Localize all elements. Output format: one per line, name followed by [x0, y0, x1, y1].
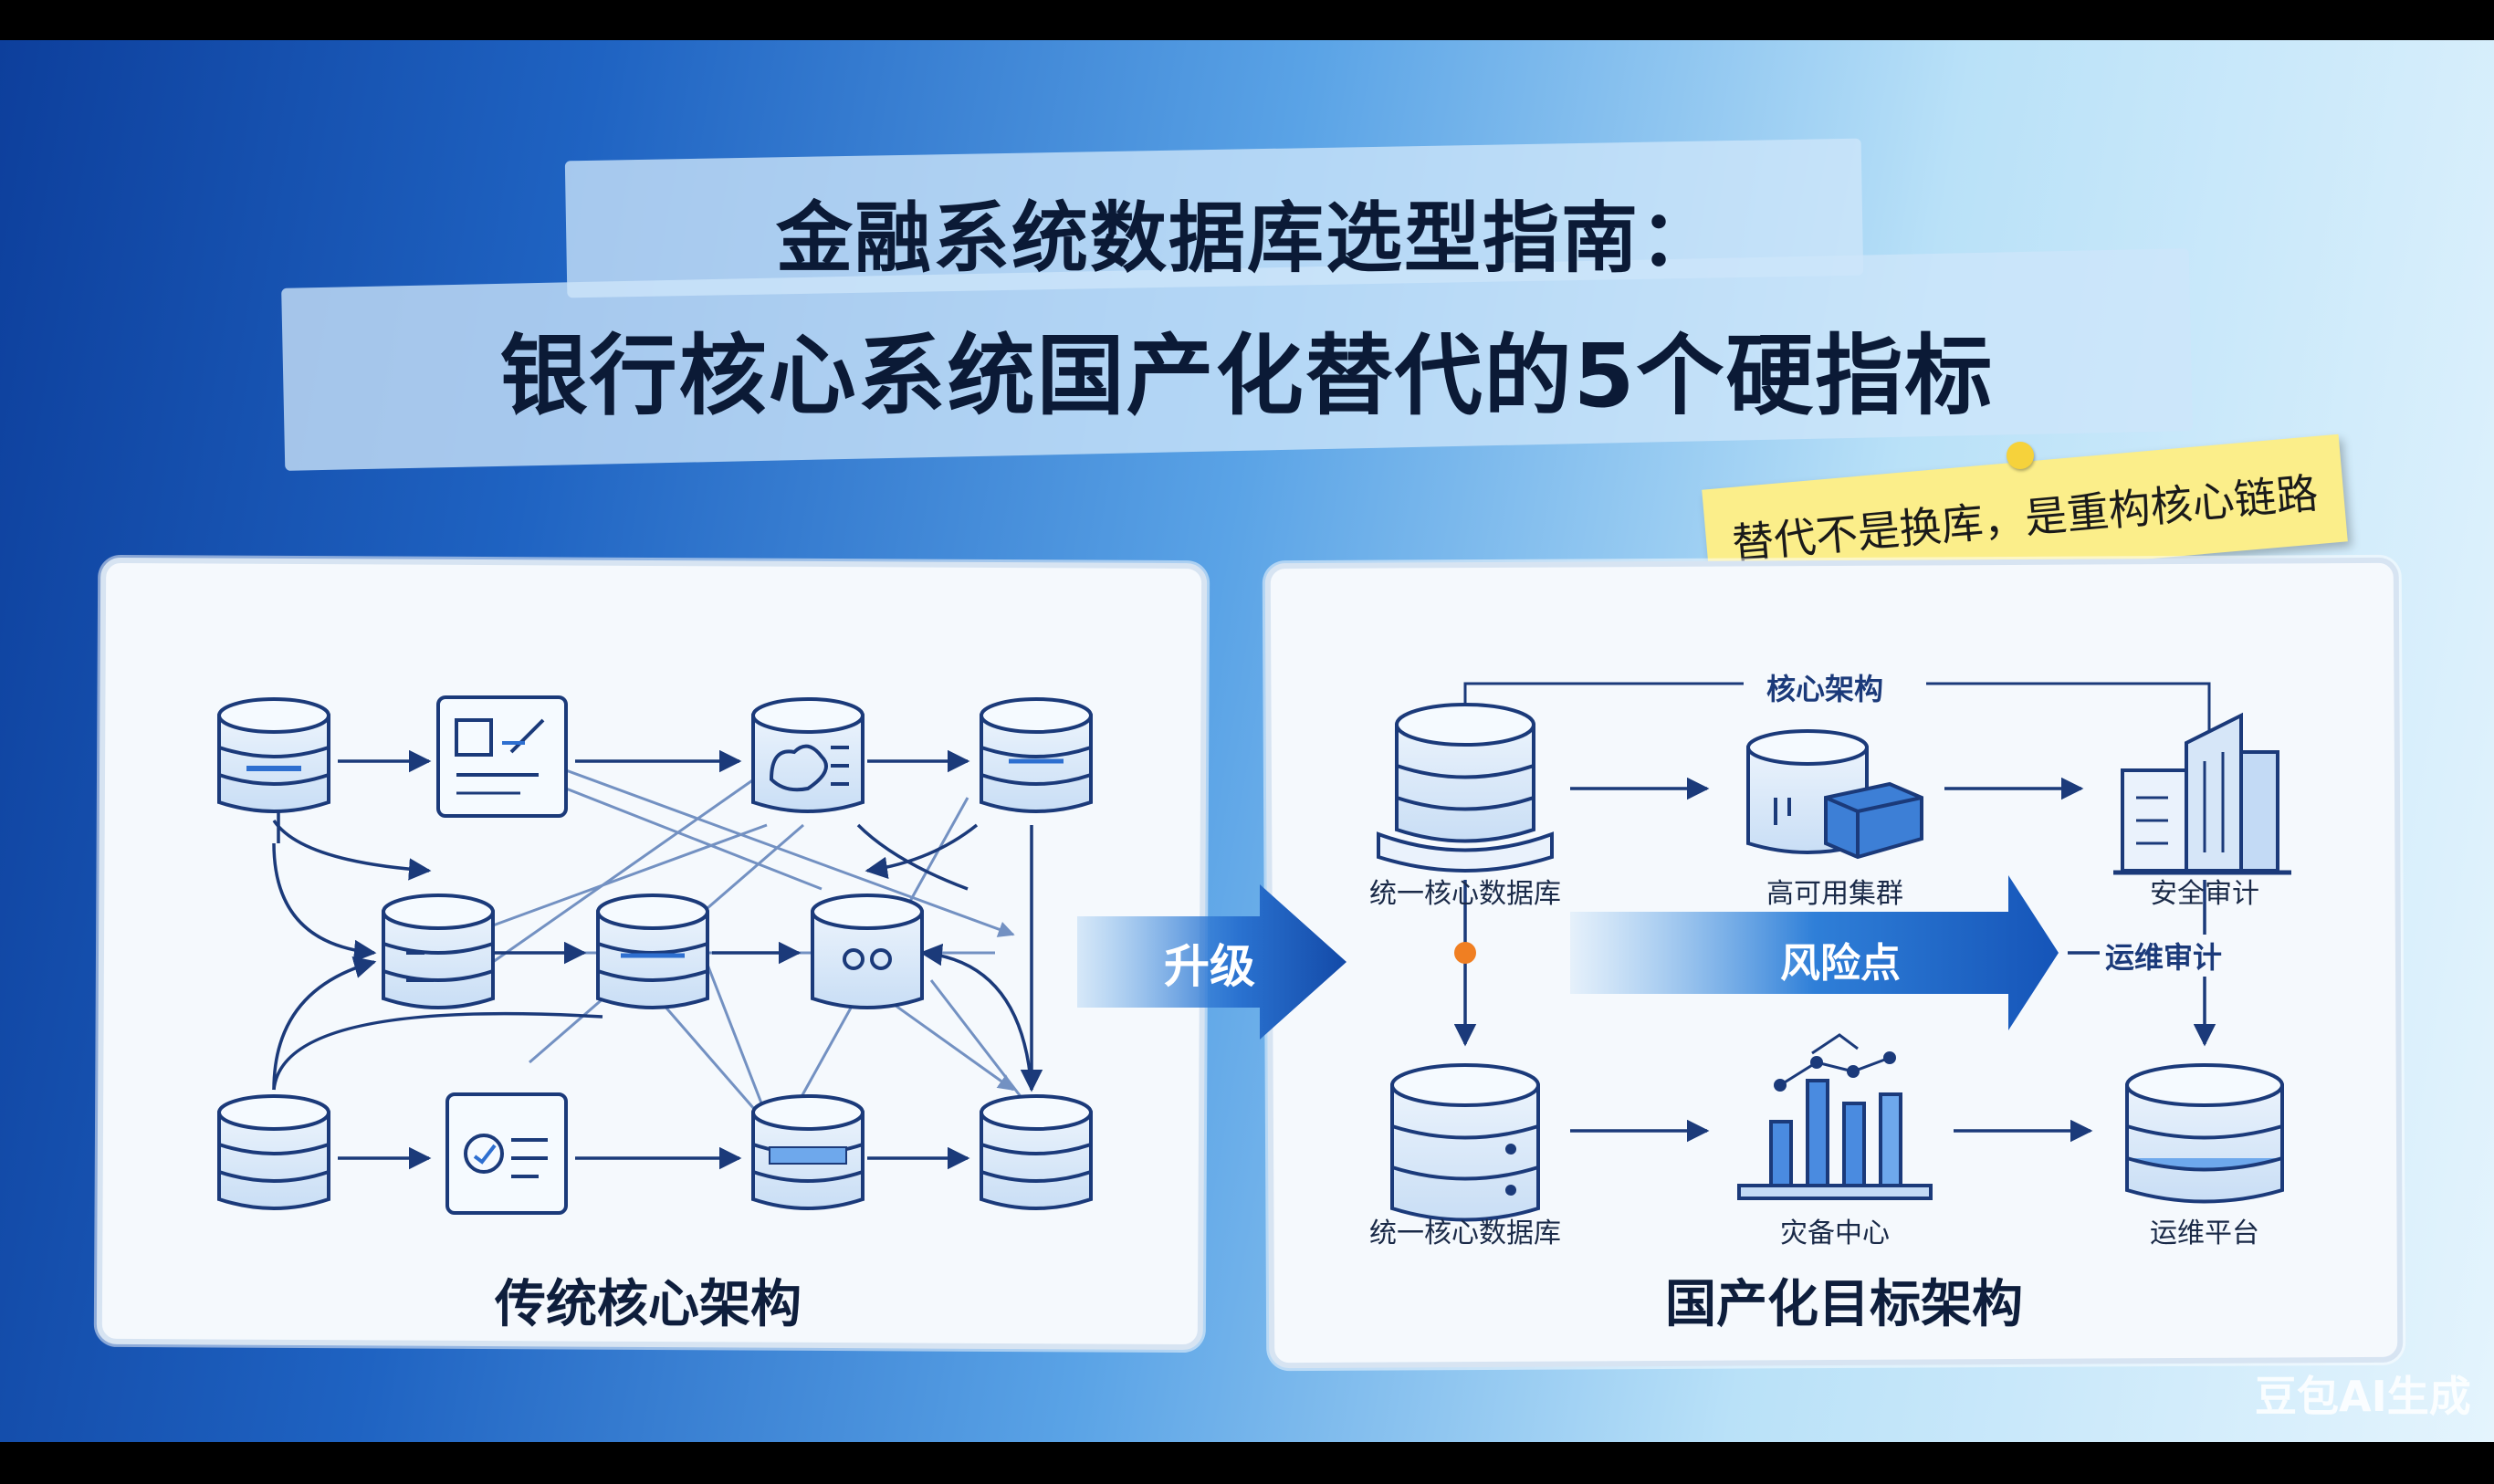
title-line-2: 银行核心系统国产化替代的5个硬指标 [499, 325, 1995, 427]
db-icon [980, 1094, 1093, 1210]
pin-icon [2007, 442, 2034, 469]
db-icon [980, 697, 1093, 813]
db-icon [596, 894, 709, 1009]
left-diagram [217, 670, 2291, 1222]
document-check-icon [445, 1092, 568, 1215]
db-icon [382, 894, 495, 1009]
cluster-icon [1746, 729, 1923, 860]
unified-db-icon [1377, 703, 1554, 873]
db-icon [751, 1094, 865, 1210]
upgrade-arrow [1077, 884, 1347, 1040]
node-label-ops-platform: 运维平台 [2150, 1218, 2259, 1249]
db-platform-icon [2125, 1063, 2284, 1204]
db-icon [217, 1094, 330, 1210]
node-label-unified-db-2: 统一核心数据库 [1369, 1218, 1561, 1249]
node-label-security-audit: 安全审计 [2150, 878, 2259, 910]
watermark: 豆包AI生成 [2255, 1372, 2471, 1421]
right-caption: 国产化目标架构 [1665, 1275, 2023, 1334]
node-label-unified-db-1: 统一核心数据库 [1369, 878, 1561, 910]
title-line-1: 金融系统数据库选型指南： [775, 193, 1718, 283]
db-icon [811, 894, 924, 1009]
left-nodes [217, 695, 1093, 1215]
risk-dot [1454, 942, 1476, 964]
db-server-icon [1390, 1063, 1540, 1222]
diagram-canvas: 金融系统数据库选型指南： 银行核心系统国产化替代的5个硬指标 替代不是换库，是重… [0, 40, 2494, 1442]
ops-audit-label: 运维审计 [2100, 935, 2228, 977]
db-icon [217, 697, 330, 813]
core-architecture-label: 核心架构 [1766, 672, 1884, 706]
upgrade-label: 升级 [1164, 940, 1255, 993]
monitor-db-icon [751, 697, 865, 813]
building-icon [2113, 712, 2291, 875]
right-diagram [1377, 670, 2291, 1222]
risk-label: 风险点 [1780, 940, 1901, 987]
node-label-ha-cluster: 高可用集群 [1766, 878, 1903, 910]
document-icon [436, 695, 568, 818]
left-caption: 传统核心架构 [495, 1275, 802, 1334]
bar-chart-icon [1737, 1033, 1933, 1200]
node-label-dr-center: 灾备中心 [1780, 1218, 1890, 1249]
